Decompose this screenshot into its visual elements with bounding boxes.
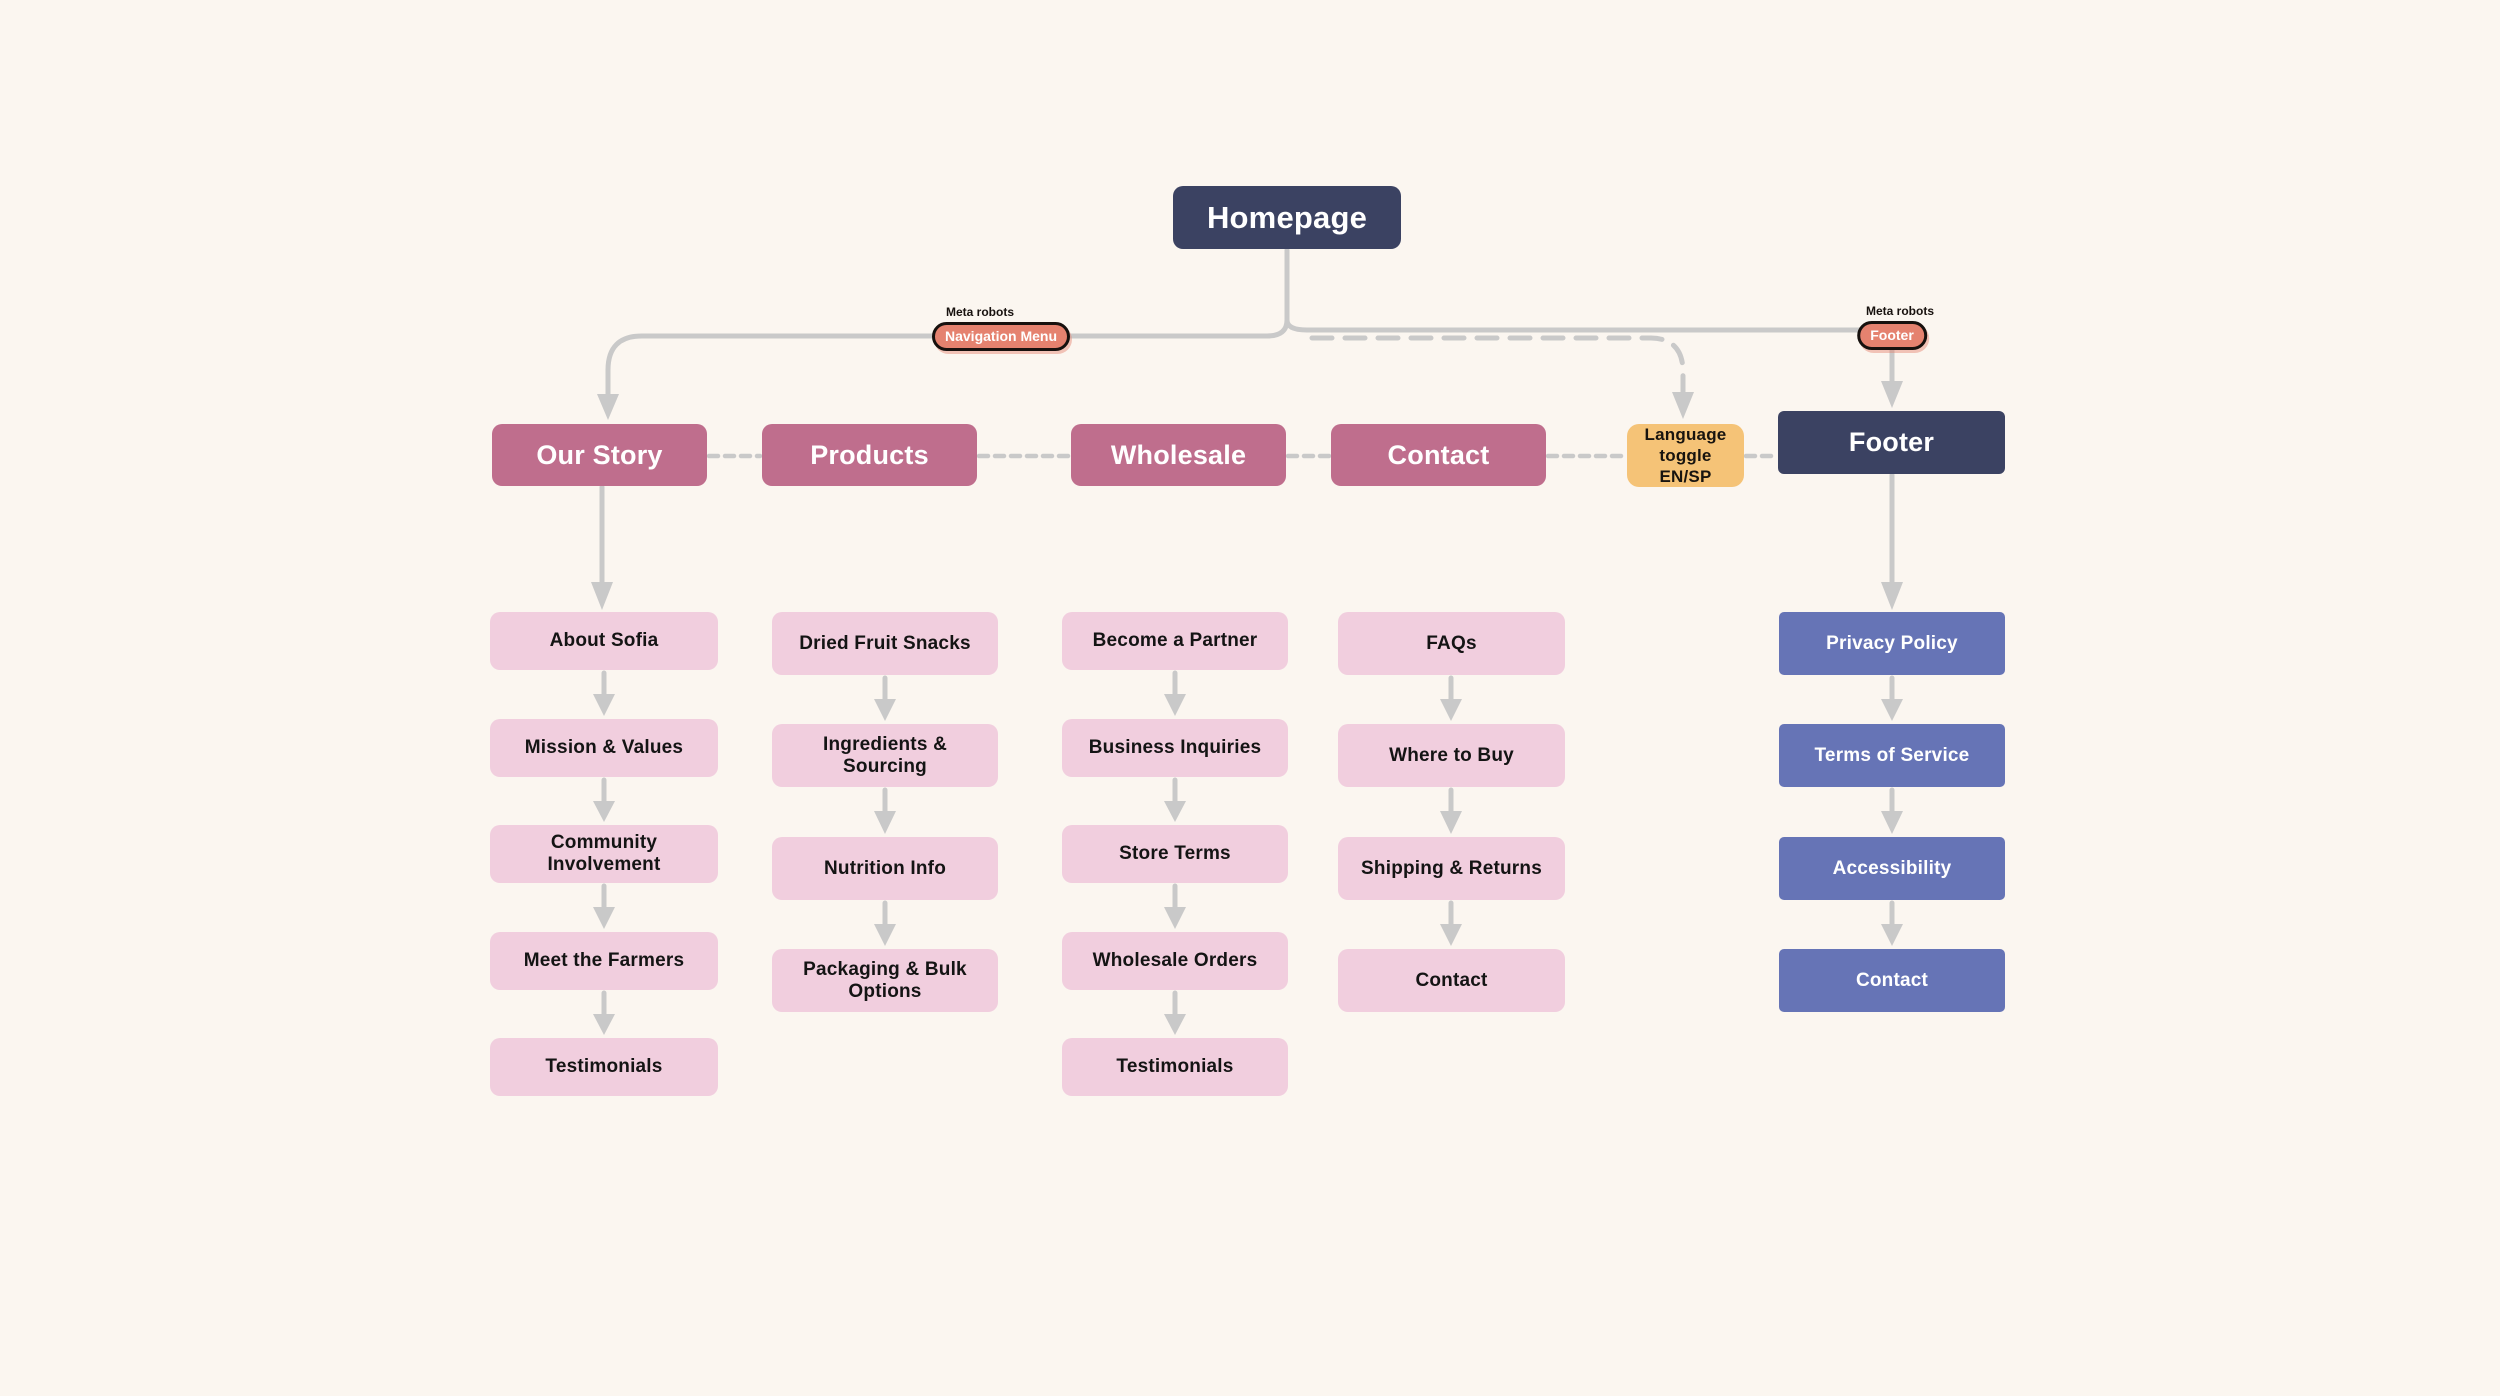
meta-robots-caption-nav: Meta robots — [946, 305, 1015, 319]
node-mission-values[interactable]: Mission & Values — [490, 719, 718, 777]
node-products[interactable]: Products — [762, 424, 977, 486]
node-about-sofia[interactable]: About Sofia — [490, 612, 718, 670]
node-our-story[interactable]: Our Story — [492, 424, 707, 486]
node-become-a-partner[interactable]: Become a Partner — [1062, 612, 1288, 670]
node-homepage[interactable]: Homepage — [1173, 186, 1401, 249]
node-business-inquiries[interactable]: Business Inquiries — [1062, 719, 1288, 777]
node-shipping-returns[interactable]: Shipping & Returns — [1338, 837, 1565, 900]
node-contact-contact[interactable]: Contact — [1338, 949, 1565, 1012]
node-language-toggle[interactable]: Language toggle EN/SP — [1627, 424, 1744, 487]
node-meet-the-farmers[interactable]: Meet the Farmers — [490, 932, 718, 990]
meta-robots-caption-footer: Meta robots — [1866, 304, 1935, 318]
node-nutrition-info[interactable]: Nutrition Info — [772, 837, 998, 900]
badge-navigation-menu[interactable]: Navigation Menu — [931, 322, 1071, 351]
node-wholesale-testimonials[interactable]: Testimonials — [1062, 1038, 1288, 1096]
node-our-story-testimonials[interactable]: Testimonials — [490, 1038, 718, 1096]
node-footer-contact[interactable]: Contact — [1779, 949, 2005, 1012]
node-store-terms[interactable]: Store Terms — [1062, 825, 1288, 883]
node-packaging-bulk-options[interactable]: Packaging & Bulk Options — [772, 949, 998, 1012]
node-accessibility[interactable]: Accessibility — [1779, 837, 2005, 900]
node-footer[interactable]: Footer — [1778, 411, 2005, 474]
node-privacy-policy[interactable]: Privacy Policy — [1779, 612, 2005, 675]
node-dried-fruit-snacks[interactable]: Dried Fruit Snacks — [772, 612, 998, 675]
node-wholesale-orders[interactable]: Wholesale Orders — [1062, 932, 1288, 990]
node-contact[interactable]: Contact — [1331, 424, 1546, 486]
node-community-involvement[interactable]: Community Involvement — [490, 825, 718, 883]
node-ingredients-sourcing[interactable]: Ingredients & Sourcing — [772, 724, 998, 787]
node-terms-of-service[interactable]: Terms of Service — [1779, 724, 2005, 787]
node-faqs[interactable]: FAQs — [1338, 612, 1565, 675]
node-where-to-buy[interactable]: Where to Buy — [1338, 724, 1565, 787]
badge-footer[interactable]: Footer — [1857, 321, 1927, 350]
node-wholesale[interactable]: Wholesale — [1071, 424, 1286, 486]
